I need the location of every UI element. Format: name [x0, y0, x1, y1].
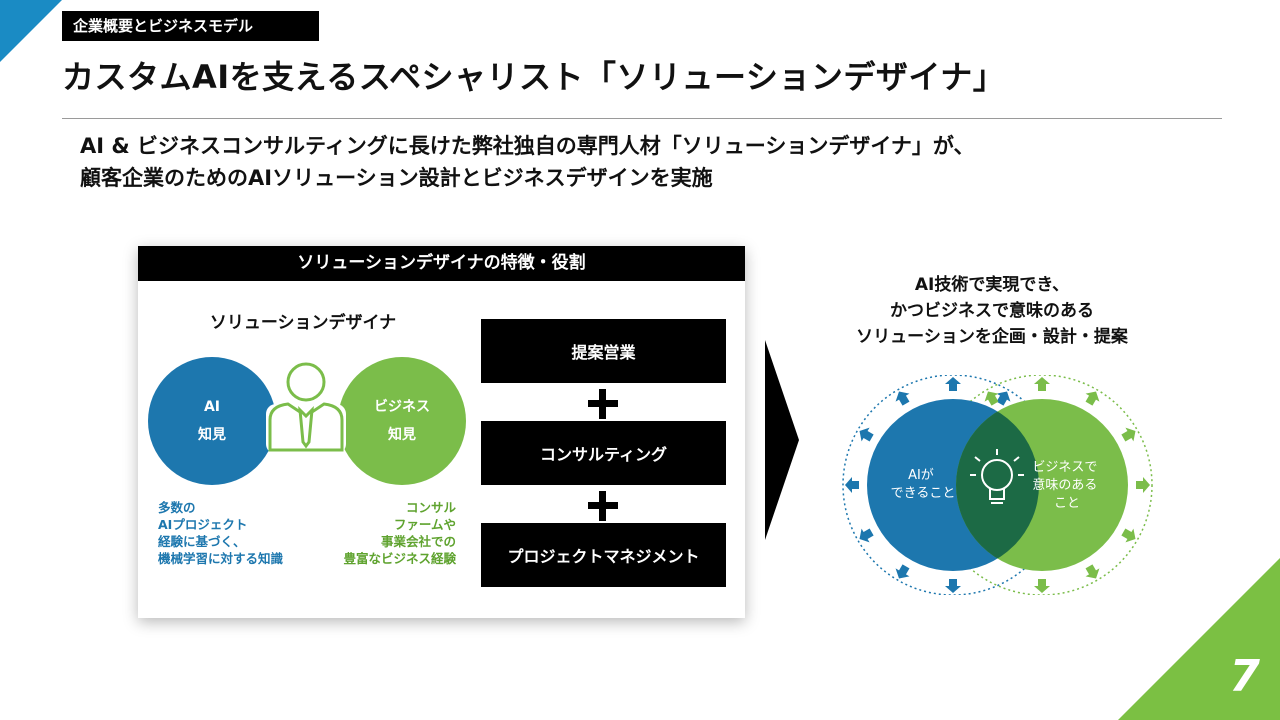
blue-arrow-icon	[996, 391, 1011, 406]
ai-note-line: 機械学習に対する知識	[158, 551, 284, 566]
green-arrow-icon	[1136, 477, 1150, 493]
blue-arrow-icon	[845, 477, 859, 493]
caption-line: ソリューションを企画・設計・提案	[856, 327, 1128, 347]
venn-ai-label: AIが できること	[891, 468, 956, 501]
solution-caption: AI技術で実現でき、 かつビジネスで意味のある ソリューションを企画・設計・提案	[792, 272, 1192, 350]
role-box-proposal-sales: 提案営業	[481, 319, 726, 383]
biz-note-line: コンサル	[405, 500, 456, 515]
lead-line-2: 顧客企業のためのAIソリューション設計とビジネスデザインを実施	[80, 166, 713, 190]
plus-icon	[588, 389, 618, 419]
arrow-right-icon	[765, 340, 799, 540]
corner-accent-green	[1118, 558, 1280, 720]
green-arrow-icon	[1034, 377, 1050, 391]
biz-note-line: 事業会社での	[380, 534, 456, 549]
venn-biz-label: ビジネスで 意味のある こと	[1032, 460, 1101, 511]
ai-note-line: 経験に基づく、	[158, 534, 246, 549]
business-knowledge-note: コンサル ファームや 事業会社での 豊富なビジネス経験	[308, 499, 456, 567]
caption-line: かつビジネスで意味のある	[890, 301, 1094, 321]
corner-accent-blue	[0, 0, 62, 62]
page-number: 7	[1229, 651, 1260, 702]
section-tag: 企業概要とビジネスモデル	[62, 11, 319, 41]
ai-note-line: 多数の	[158, 500, 196, 515]
blue-arrow-icon	[895, 391, 910, 406]
person-icon	[266, 362, 346, 454]
ai-note-line: AIプロジェクト	[158, 517, 248, 532]
blue-arrow-icon	[859, 427, 874, 442]
green-arrow-icon	[1034, 579, 1050, 593]
lead-line-1: AI & ビジネスコンサルティングに長けた弊社独自の専門人材「ソリューションデザ…	[80, 134, 975, 158]
designer-title: ソリューションデザイナ	[209, 313, 397, 333]
biz-circle-line2: 知見	[388, 427, 416, 443]
caption-line: AI技術で実現でき、	[914, 275, 1070, 295]
green-arrow-icon	[1085, 564, 1100, 579]
business-knowledge-circle: ビジネス 知見	[338, 357, 466, 485]
role-box-project-management: プロジェクトマネジメント	[481, 523, 726, 587]
solution-designer-card: ソリューションデザイナの特徴・役割 ソリューションデザイナ AI 知見 ビジネス…	[138, 246, 745, 618]
blue-arrow-icon	[945, 377, 961, 391]
plus-icon	[588, 491, 618, 521]
page-title: カスタムAIを支えるスペシャリスト「ソリューションデザイナ」	[62, 58, 1006, 96]
blue-arrow-icon	[945, 579, 961, 593]
card-header: ソリューションデザイナの特徴・役割	[138, 246, 745, 281]
title-divider	[62, 118, 1222, 119]
lead-text: AI & ビジネスコンサルティングに長けた弊社独自の専門人材「ソリューションデザ…	[80, 130, 974, 194]
ai-knowledge-circle: AI 知見	[148, 357, 276, 485]
role-box-consulting: コンサルティング	[481, 421, 726, 485]
green-arrow-icon	[984, 391, 999, 406]
green-arrow-icon	[1121, 528, 1136, 543]
ai-circle-line2: 知見	[198, 427, 226, 443]
venn-overlap	[956, 399, 1039, 571]
biz-circle-line1: ビジネス	[374, 399, 430, 415]
lightbulb-icon	[970, 449, 1024, 504]
biz-note-line: ファームや	[393, 517, 456, 532]
venn-diagram: AIが できること ビジネスで 意味のある こと	[842, 375, 1153, 595]
green-arrow-icon	[1121, 427, 1136, 442]
blue-arrow-icon	[859, 528, 874, 543]
biz-note-line: 豊富なビジネス経験	[343, 551, 456, 566]
green-arrow-icon	[1085, 391, 1100, 406]
ai-knowledge-note: 多数の AIプロジェクト 経験に基づく、 機械学習に対する知識	[158, 499, 283, 567]
blue-arrow-icon	[895, 564, 910, 579]
ai-circle-line1: AI	[203, 399, 221, 415]
